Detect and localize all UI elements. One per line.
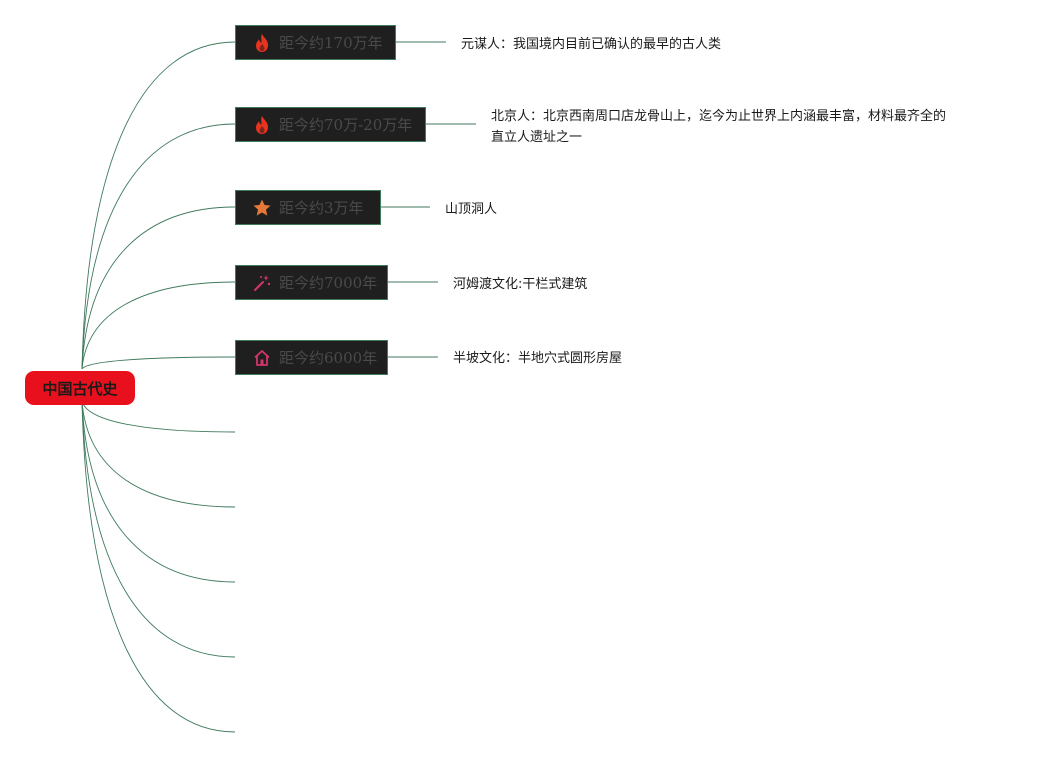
- topic-1-label: 距今约170万年: [279, 34, 383, 52]
- topic-3[interactable]: 距今约3万年: [235, 190, 381, 225]
- topic-2[interactable]: 距今约70万-20万年: [235, 107, 426, 142]
- note-5-line-1: 半坡文化：半地穴式圆形房屋: [453, 351, 623, 366]
- note-5[interactable]: 半坡文化：半地穴式圆形房屋: [453, 348, 622, 369]
- empty-branch-connector: [81, 400, 236, 658]
- topic-2-label: 距今约70万-20万年: [279, 116, 413, 134]
- empty-branch-connector: [81, 400, 236, 733]
- empty-branch-connector: [81, 400, 236, 583]
- note-3-line-1: 山顶洞人: [445, 202, 498, 217]
- home-icon: [252, 348, 272, 368]
- topic-4[interactable]: 距今约7000年: [235, 265, 388, 300]
- note-3[interactable]: 山顶洞人: [445, 199, 497, 220]
- topic-5[interactable]: 距今约6000年: [235, 340, 388, 375]
- topic-5-label: 距今约6000年: [279, 349, 378, 367]
- note-4[interactable]: 河姆渡文化:干栏式建筑: [453, 274, 587, 295]
- note-2-line-1: 北京人：北京西南周口店龙骨山上，迄今为止世界上内涵最丰富，材料最齐全的: [491, 109, 947, 124]
- note-1[interactable]: 元谋人：我国境内目前已确认的最早的古人类: [461, 34, 721, 55]
- note-1-line-1: 元谋人：我国境内目前已确认的最早的古人类: [461, 37, 722, 52]
- empty-branch-connector: [81, 400, 236, 433]
- branch-connector: [81, 206, 236, 370]
- topic-4-label: 距今约7000年: [279, 274, 378, 292]
- branch-connector: [81, 41, 236, 370]
- note-2[interactable]: 北京人：北京西南周口店龙骨山上，迄今为止世界上内涵最丰富，材料最齐全的 直立人遗…: [491, 106, 946, 148]
- empty-branch-connector: [81, 400, 236, 508]
- root-topic[interactable]: 中国古代史: [25, 371, 135, 405]
- star-icon: [252, 198, 272, 218]
- topic-3-label: 距今约3万年: [279, 199, 364, 217]
- note-2-line-2: 直立人遗址之一: [491, 130, 583, 145]
- topic-1[interactable]: 距今约170万年: [235, 25, 396, 60]
- branch-connector: [81, 281, 236, 370]
- magic-wand-icon: [252, 273, 272, 293]
- fire-icon: [252, 115, 272, 135]
- root-topic-label: 中国古代史: [42, 379, 118, 398]
- fire-icon: [252, 33, 272, 53]
- branch-connector: [81, 123, 236, 370]
- note-4-line-1: 河姆渡文化:干栏式建筑: [453, 277, 588, 292]
- branch-connector: [81, 356, 236, 370]
